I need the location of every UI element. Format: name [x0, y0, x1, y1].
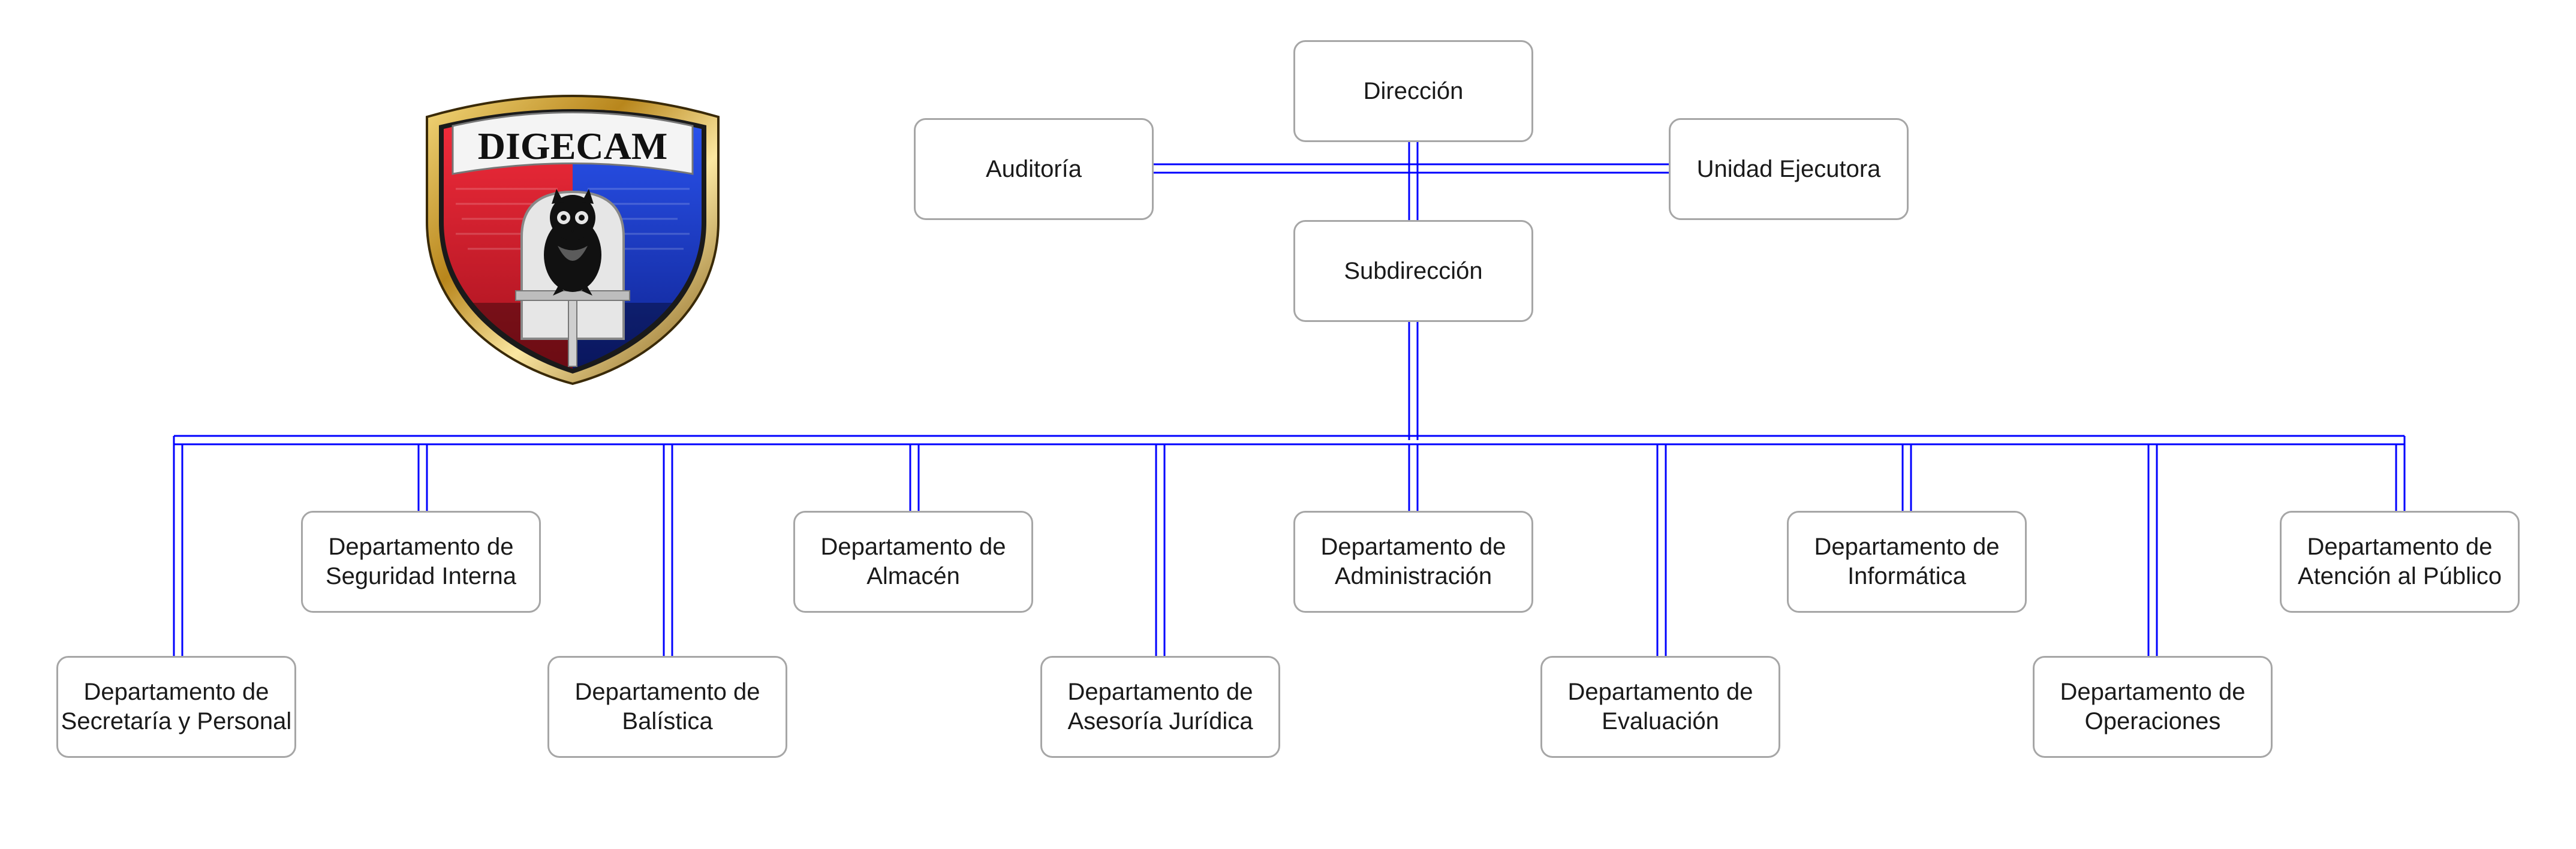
node-departamento-seguridad-interna: Departamento de Seguridad Interna — [301, 511, 541, 613]
node-departamento-operaciones: Departamento de Operaciones — [2033, 656, 2273, 758]
node-departamento-administracion: Departamento de Administración — [1293, 511, 1533, 613]
node-departamento-asesoria-juridica: Departamento de Asesoría Jurídica — [1040, 656, 1280, 758]
connector-drop-atencion — [2395, 436, 2406, 511]
node-unidad-ejecutora: Unidad Ejecutora — [1669, 118, 1909, 220]
node-departamento-informatica: Departamento de Informática — [1787, 511, 2027, 613]
logo-text: DIGECAM — [478, 125, 667, 167]
connector-subdireccion-bus — [1408, 322, 1419, 440]
connector-drop-informatica — [1901, 444, 1912, 511]
node-direccion: Dirección — [1293, 40, 1533, 142]
connector-drop-seguridad — [417, 444, 428, 511]
connector-drop-balistica — [663, 444, 673, 658]
connector-drop-secretaria — [173, 436, 183, 658]
node-departamento-secretaria-personal: Departamento de Secretaría y Personal — [56, 656, 296, 758]
connector-drop-juridica — [1155, 444, 1166, 658]
connector-drop-almacen — [909, 444, 920, 511]
connector-drop-operaciones — [2147, 444, 2158, 658]
node-subdireccion: Subdirección — [1293, 220, 1533, 322]
node-departamento-evaluacion: Departamento de Evaluación — [1540, 656, 1780, 758]
connector-auditoria-unidad — [1154, 163, 1669, 174]
connector-drop-evaluacion — [1656, 444, 1667, 658]
connector-drop-administracion — [1408, 444, 1419, 511]
node-departamento-atencion-publico: Departamento de Atención al Público — [2280, 511, 2520, 613]
node-departamento-almacen: Departamento de Almacén — [793, 511, 1033, 613]
node-departamento-balistica: Departamento de Balística — [547, 656, 787, 758]
connector-direccion-subdireccion — [1408, 142, 1419, 220]
node-auditoria: Auditoría — [914, 118, 1154, 220]
owl-shield-icon: DIGECAM — [426, 95, 720, 386]
connector-main-bus — [174, 435, 2405, 445]
